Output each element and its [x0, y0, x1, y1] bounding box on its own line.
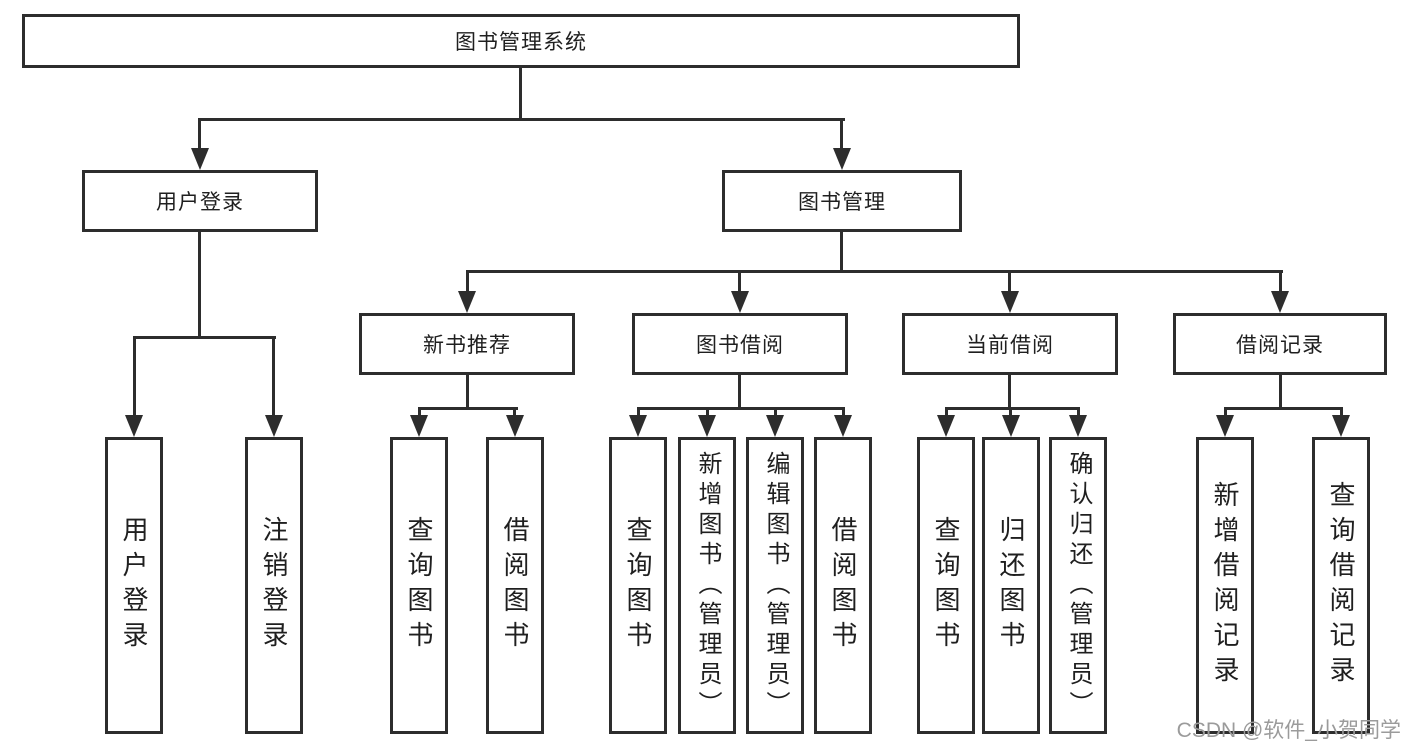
connector-line — [637, 407, 845, 410]
connector-line — [133, 336, 276, 339]
connector-line — [706, 407, 709, 419]
connector-line — [840, 118, 843, 150]
node-new-book-recommendation: 新书推荐 — [359, 313, 575, 375]
connector-line — [513, 407, 516, 419]
arrow-down-icon — [506, 415, 524, 437]
connector-line — [133, 336, 136, 416]
leaf-return-books: 归还图书 — [982, 437, 1040, 734]
connector-line — [738, 270, 741, 294]
connector-line — [198, 118, 201, 150]
leaf-edit-book-admin: 编辑图书（管理员） — [746, 437, 804, 734]
leaf-label-return-books: 归还图书 — [996, 515, 1026, 656]
leaf-label-user-login: 用户登录 — [119, 515, 149, 656]
arrow-down-icon — [191, 148, 209, 170]
node-label-borrowing-records: 借阅记录 — [1236, 334, 1324, 357]
connector-line — [842, 407, 845, 419]
node-label-root: 图书管理系统 — [455, 31, 587, 54]
leaf-borrow-books-recommend: 借阅图书 — [486, 437, 544, 734]
arrow-down-icon — [833, 148, 851, 170]
connector-line — [198, 118, 845, 121]
connector-line — [738, 375, 741, 409]
arrow-down-icon — [1069, 415, 1087, 437]
arrow-down-icon — [265, 415, 283, 437]
leaf-label-add-book-admin: 新增图书（管理员） — [694, 450, 721, 721]
node-label-user-login: 用户登录 — [156, 191, 244, 214]
arrow-down-icon — [1002, 415, 1020, 437]
arrow-down-icon — [937, 415, 955, 437]
connector-line — [637, 407, 640, 419]
arrow-down-icon — [1216, 415, 1234, 437]
leaf-label-query-borrow-record: 查询借阅记录 — [1326, 480, 1356, 691]
leaf-label-query-books-recommend: 查询图书 — [404, 515, 434, 656]
leaf-label-query-books-borrowing: 查询图书 — [623, 515, 653, 656]
leaf-user-login: 用户登录 — [105, 437, 163, 734]
leaf-label-borrow-books-borrowing: 借阅图书 — [828, 515, 858, 656]
node-label-new-book-recommendation: 新书推荐 — [423, 334, 511, 357]
node-book-borrowing: 图书借阅 — [632, 313, 848, 375]
leaf-logout: 注销登录 — [245, 437, 303, 734]
connector-line — [272, 336, 275, 416]
connector-line — [198, 232, 201, 339]
connector-line — [519, 68, 522, 121]
arrow-down-icon — [834, 415, 852, 437]
leaf-label-edit-book-admin: 编辑图书（管理员） — [762, 450, 789, 721]
leaf-query-borrow-record: 查询借阅记录 — [1312, 437, 1370, 734]
connector-line — [1224, 407, 1343, 410]
connector-line — [1008, 375, 1011, 409]
arrow-down-icon — [1001, 291, 1019, 313]
connector-line — [1009, 407, 1012, 419]
leaf-label-logout: 注销登录 — [259, 515, 289, 656]
node-label-book-management: 图书管理 — [798, 191, 886, 214]
arrow-down-icon — [698, 415, 716, 437]
connector-line — [774, 407, 777, 419]
leaf-label-confirm-return-admin: 确认归还（管理员） — [1065, 450, 1092, 721]
connector-line — [1224, 407, 1227, 419]
leaf-confirm-return-admin: 确认归还（管理员） — [1049, 437, 1107, 734]
leaf-label-add-borrow-record: 新增借阅记录 — [1210, 480, 1240, 691]
node-label-book-borrowing: 图书借阅 — [696, 334, 784, 357]
connector-line — [945, 407, 948, 419]
connector-line — [1279, 375, 1282, 409]
connector-line — [466, 270, 469, 294]
connector-line — [1077, 407, 1080, 419]
node-book-management-system: 图书管理系统 — [22, 14, 1020, 68]
connector-line — [840, 232, 843, 273]
csdn-watermark: CSDN @软件_小贺同学 — [1176, 719, 1401, 742]
leaf-borrow-books-borrowing: 借阅图书 — [814, 437, 872, 734]
leaf-query-books-recommend: 查询图书 — [390, 437, 448, 734]
leaf-label-query-books-current: 查询图书 — [931, 515, 961, 656]
connector-line — [418, 407, 518, 410]
arrow-down-icon — [125, 415, 143, 437]
leaf-query-books-borrowing: 查询图书 — [609, 437, 667, 734]
leaf-add-book-admin: 新增图书（管理员） — [678, 437, 736, 734]
node-current-borrowing: 当前借阅 — [902, 313, 1118, 375]
arrow-down-icon — [410, 415, 428, 437]
arrow-down-icon — [731, 291, 749, 313]
arrow-down-icon — [1271, 291, 1289, 313]
connector-line — [945, 407, 1080, 410]
connector-line — [418, 407, 421, 419]
leaf-add-borrow-record: 新增借阅记录 — [1196, 437, 1254, 734]
node-user-login: 用户登录 — [82, 170, 318, 232]
connector-line — [466, 375, 469, 409]
leaf-query-books-current: 查询图书 — [917, 437, 975, 734]
leaf-label-borrow-books-recommend: 借阅图书 — [500, 515, 530, 656]
arrow-down-icon — [629, 415, 647, 437]
connector-line — [466, 270, 1283, 273]
node-book-management: 图书管理 — [722, 170, 962, 232]
arrow-down-icon — [766, 415, 784, 437]
connector-line — [1279, 270, 1282, 294]
connector-line — [1008, 270, 1011, 294]
connector-line — [1340, 407, 1343, 419]
arrow-down-icon — [458, 291, 476, 313]
node-label-current-borrowing: 当前借阅 — [966, 334, 1054, 357]
arrow-down-icon — [1332, 415, 1350, 437]
node-borrowing-records: 借阅记录 — [1173, 313, 1387, 375]
